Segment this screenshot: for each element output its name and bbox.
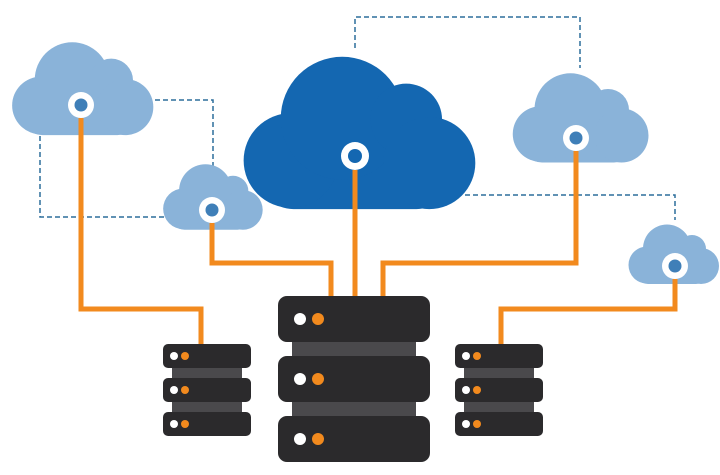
led-white-icon [170, 420, 178, 428]
led-white-icon [294, 313, 306, 325]
cloud-mid-left-node-icon [199, 197, 225, 223]
cloud-center-node-icon [341, 142, 369, 170]
clouds [12, 42, 719, 284]
led-orange-icon [312, 373, 324, 385]
led-white-icon [462, 386, 470, 394]
led-white-icon [462, 420, 470, 428]
dashed-links [39, 16, 676, 220]
cloud-nodes [68, 92, 688, 279]
servers [163, 296, 543, 462]
server-unit [278, 416, 430, 462]
led-white-icon [462, 352, 470, 360]
cloud-bottom-right-node-icon [662, 253, 688, 279]
server-unit [163, 344, 251, 368]
led-orange-icon [181, 420, 189, 428]
connector-cloud-top-right-to-server-center [380, 151, 579, 296]
led-orange-icon [181, 352, 189, 360]
server-unit [278, 356, 430, 402]
server-unit [455, 344, 543, 368]
led-orange-icon [473, 420, 481, 428]
led-white-icon [294, 373, 306, 385]
dashed-link-cloud-center-to-cloud-bottom-right [354, 16, 581, 68]
server-unit [278, 296, 430, 342]
server-left-icon [163, 344, 251, 436]
led-orange-icon [312, 313, 324, 325]
server-unit [163, 378, 251, 402]
dashed-link-cloud-center-to-cloud-top-right [155, 99, 214, 172]
led-orange-icon [473, 352, 481, 360]
server-unit [163, 412, 251, 436]
cloud-top-left-node-icon [68, 92, 94, 118]
cloud-top-right-icon [512, 73, 649, 163]
led-orange-icon [473, 386, 481, 394]
led-orange-icon [181, 386, 189, 394]
led-white-icon [170, 386, 178, 394]
connector-cloud-bottom-right-to-server-right [498, 279, 678, 344]
server-center-icon [278, 296, 430, 462]
led-white-icon [170, 352, 178, 360]
led-white-icon [294, 433, 306, 445]
dashed-link-3-to-3 [465, 194, 676, 220]
server-unit [455, 378, 543, 402]
connector-cloud-mid-left-to-server-center [209, 223, 334, 296]
cloud-top-right-node-icon [563, 125, 589, 151]
dashed-link-cloud-top-left-to-cloud-mid-left [39, 120, 165, 218]
connector-cloud-top-left-to-server-left [78, 118, 204, 344]
connectors [78, 118, 678, 344]
led-orange-icon [312, 433, 324, 445]
server-unit [455, 412, 543, 436]
cloud-center-icon [243, 56, 476, 210]
server-right-icon [455, 344, 543, 436]
